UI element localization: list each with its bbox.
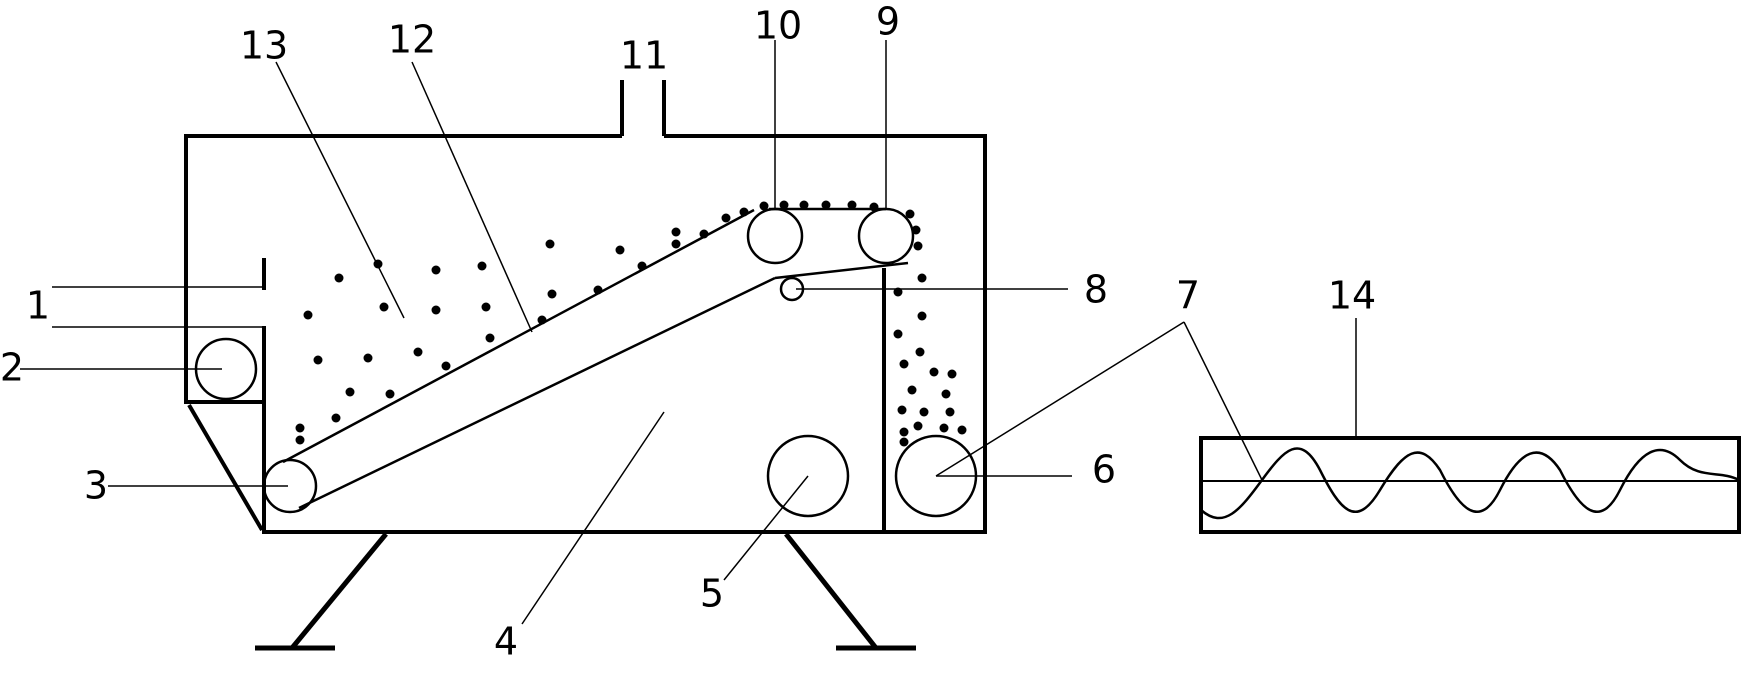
- label-8: 8: [1084, 268, 1108, 312]
- labels: 1 2 3 4 5 6 7 8 9 10 11 12 13 14: [0, 0, 1376, 664]
- rollers: [194, 207, 978, 518]
- label-6: 6: [1092, 448, 1116, 492]
- screw-conveyor: [1199, 436, 1741, 534]
- label-9: 9: [876, 0, 900, 44]
- label-7: 7: [1176, 274, 1200, 318]
- housing: [184, 80, 987, 534]
- roller-10: [746, 207, 804, 265]
- label-1: 1: [26, 284, 50, 328]
- label-11: 11: [620, 34, 668, 78]
- roller-9: [857, 207, 915, 265]
- label-5: 5: [700, 572, 724, 616]
- leader-lines: [20, 40, 1357, 625]
- label-4: 4: [494, 620, 518, 664]
- conveyor-belt: [282, 207, 909, 510]
- support-legs: [255, 532, 916, 651]
- label-13: 13: [240, 24, 288, 68]
- roller-5: [766, 434, 850, 518]
- label-14: 14: [1328, 274, 1376, 318]
- label-12: 12: [388, 18, 436, 62]
- particles: [295, 200, 967, 447]
- label-10: 10: [754, 4, 802, 48]
- label-2: 2: [0, 346, 24, 390]
- label-3: 3: [84, 464, 108, 508]
